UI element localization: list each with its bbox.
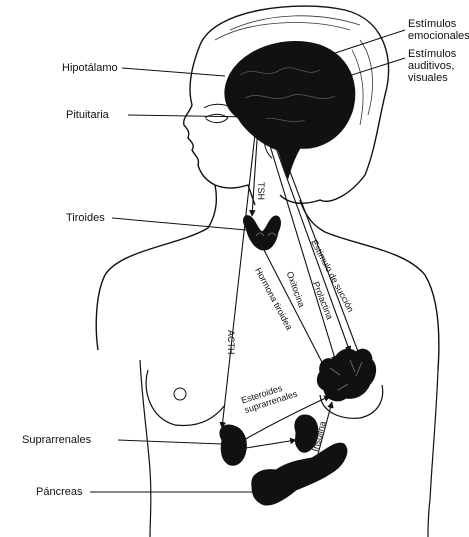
- label-hypothalamus: Hipotálamo: [62, 62, 118, 74]
- pituitary-gland: [258, 113, 266, 121]
- label-thyroid: Tiroides: [66, 212, 105, 224]
- label-auditory-stimuli-line1: Estímulos: [408, 48, 456, 60]
- mammary-gland: [317, 349, 375, 401]
- label-pancreas: Páncreas: [36, 486, 82, 498]
- label-emotional-stimuli-line2: emocionales: [408, 30, 469, 42]
- label-auditory-stimuli-line2: auditivos,: [408, 60, 456, 72]
- left-kidney-adrenal: [220, 425, 246, 465]
- label-emotional-stimuli-line1: Estímulos: [408, 18, 469, 30]
- eye: [205, 114, 228, 122]
- brain: [225, 42, 355, 178]
- label-acth: ACTH: [226, 330, 236, 355]
- thyroid-gland: [244, 216, 281, 250]
- neck-outline: [96, 185, 216, 350]
- label-auditory-stimuli: Estímulos auditivos, visuales: [408, 48, 456, 84]
- pancreas: [252, 443, 347, 505]
- label-auditory-stimuli-line3: visuales: [408, 72, 456, 84]
- acth-arrow: [222, 125, 256, 428]
- oxytocin-arrow: [264, 126, 336, 362]
- label-pituitary: Pituitaria: [66, 109, 109, 121]
- label-emotional-stimuli: Estímulos emocionales: [408, 18, 469, 42]
- breast: [146, 370, 225, 426]
- label-adrenals: Suprarrenales: [22, 434, 91, 446]
- label-tsh: TSH: [256, 182, 266, 200]
